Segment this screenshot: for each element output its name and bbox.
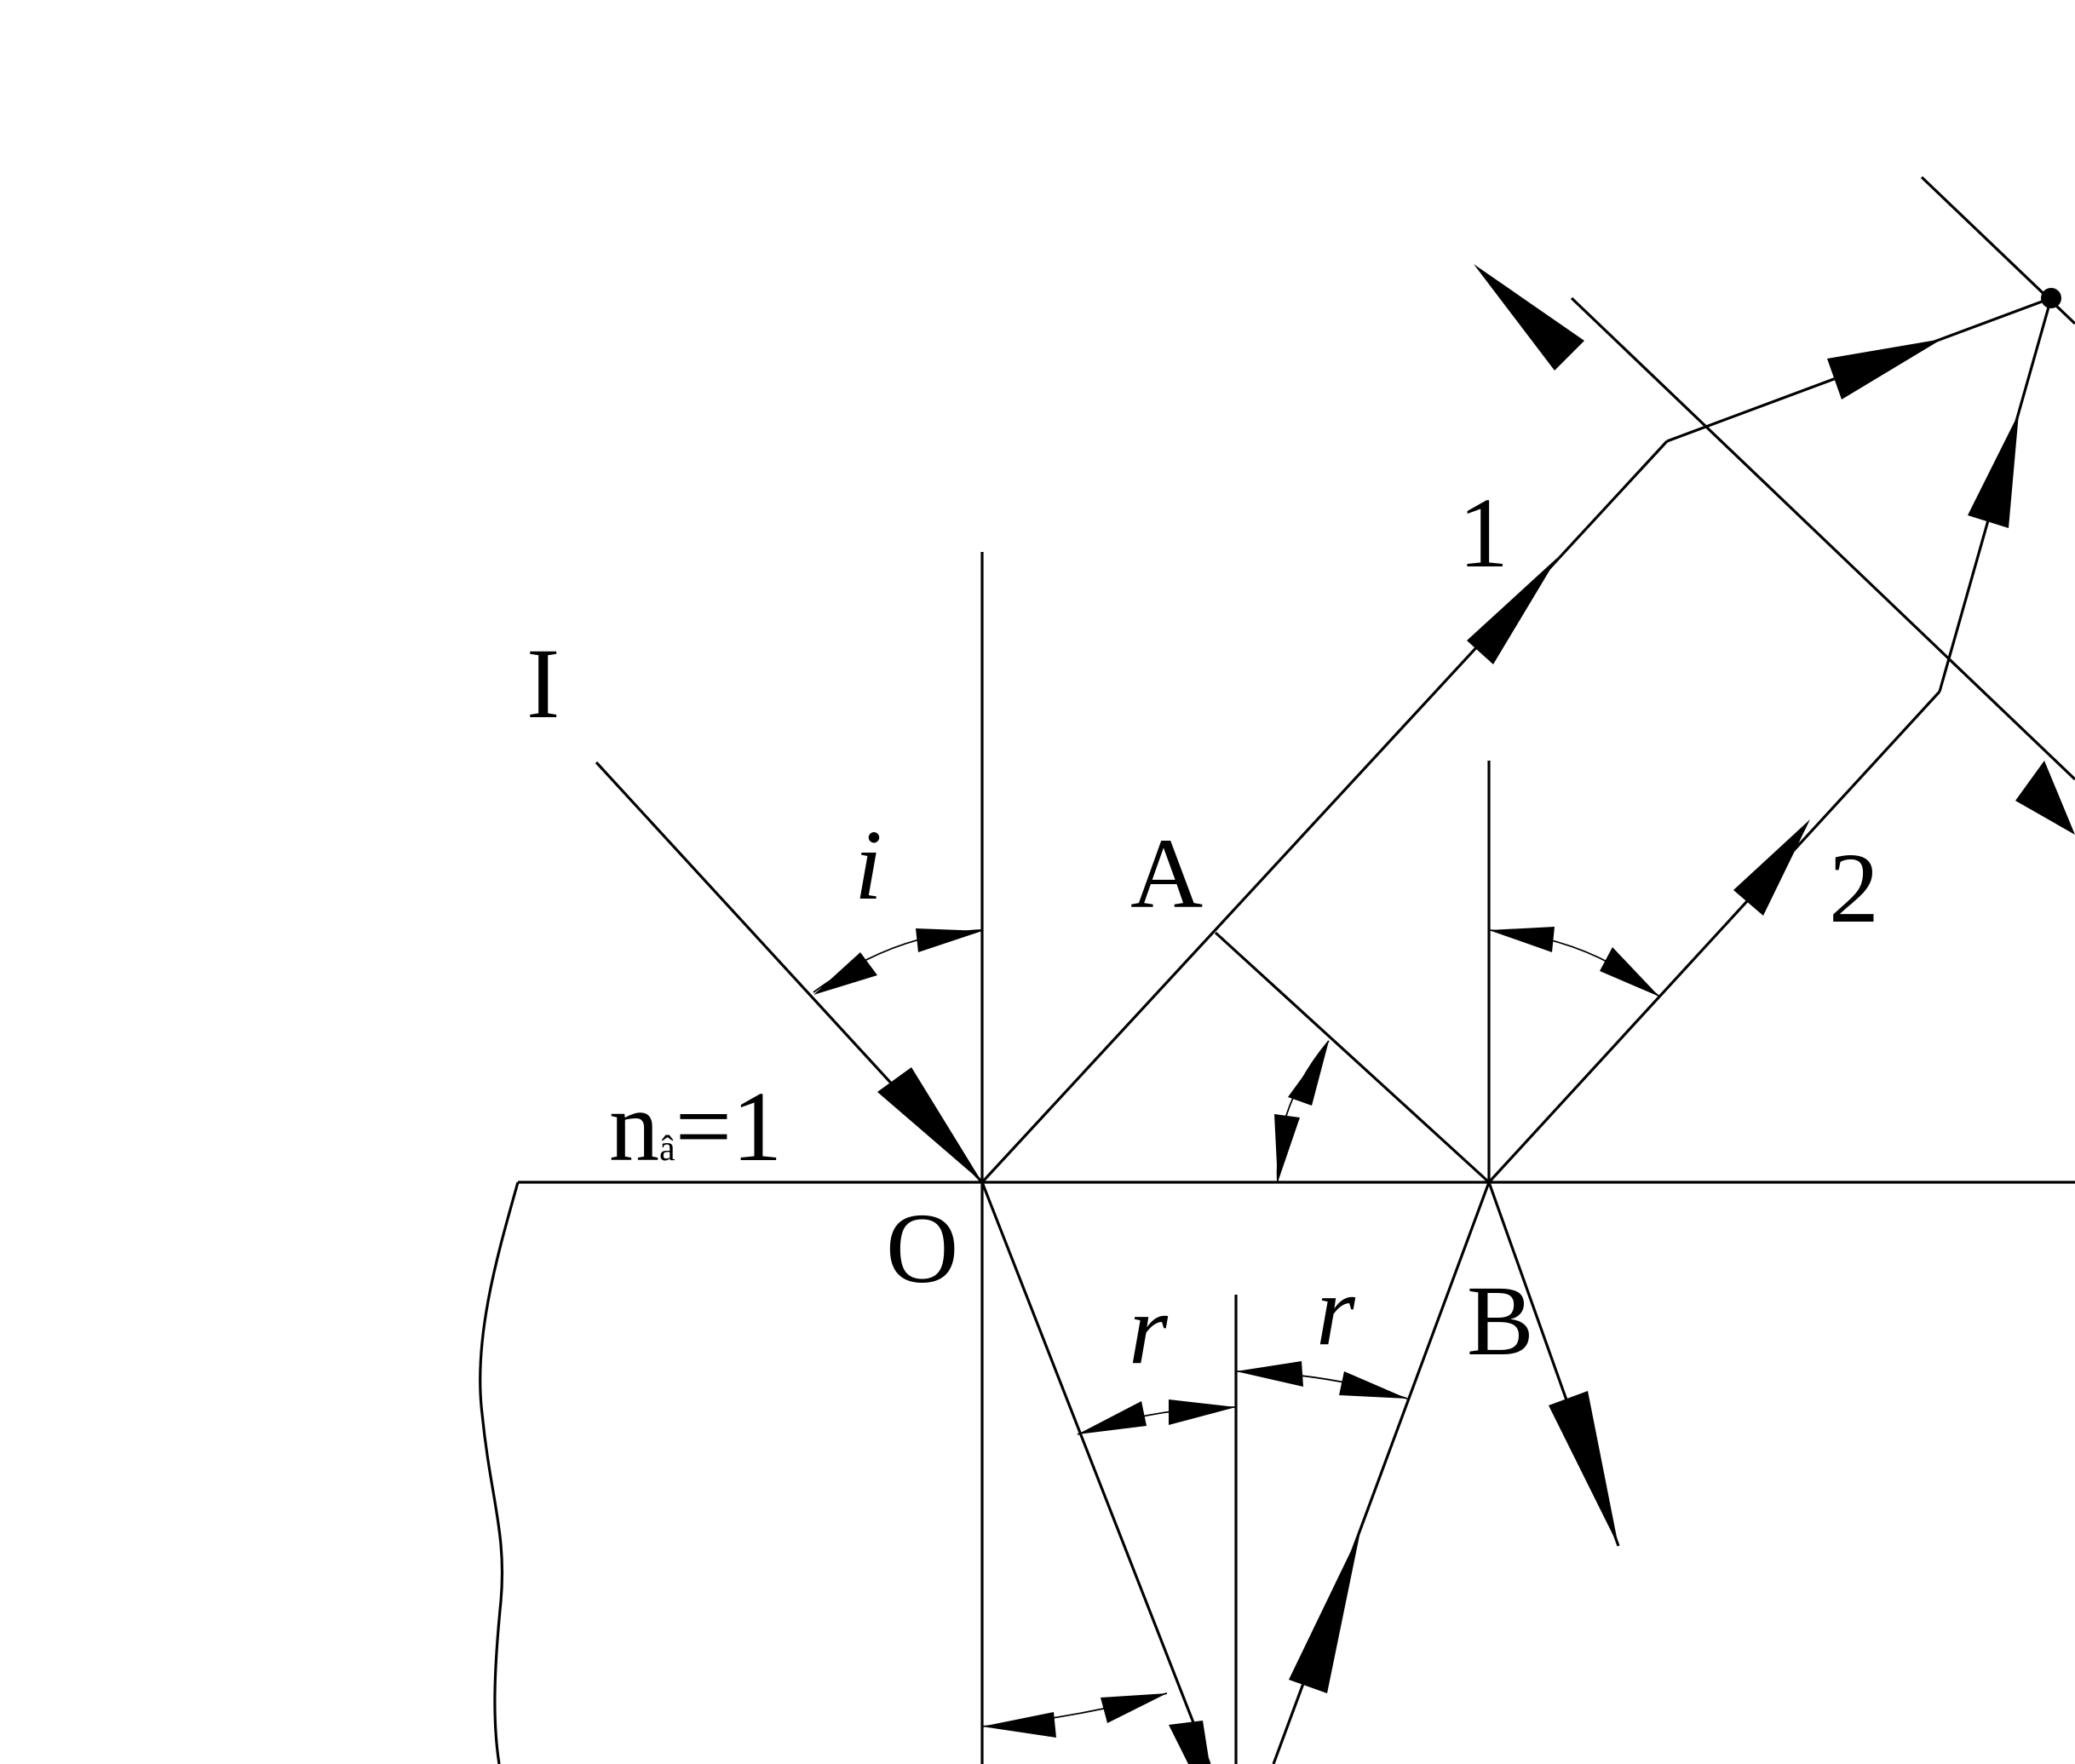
angle-i-arrow-right bbox=[916, 928, 982, 952]
label-point-o: O bbox=[886, 1192, 958, 1304]
angle-ab-arrow-up bbox=[1288, 1041, 1329, 1106]
label-point-b: B bbox=[1467, 1265, 1534, 1376]
incident-ray-arrowhead bbox=[877, 1067, 982, 1182]
angle-b-arc bbox=[1488, 929, 1660, 997]
angle-ab-arrow-down bbox=[1274, 1114, 1300, 1182]
label-refractive-index: nâ=1 bbox=[609, 1071, 782, 1182]
angle-b-arrow-right bbox=[1600, 947, 1659, 997]
label-point-a: A bbox=[1130, 818, 1203, 929]
refractive-index-value: =1 bbox=[675, 1071, 783, 1182]
angle-r-left-arrow-right bbox=[1169, 1399, 1236, 1425]
ray-2-focus-arrowhead bbox=[1968, 413, 2019, 528]
ray-1-arrowhead bbox=[1467, 558, 1557, 664]
refractive-index-prefix: n bbox=[609, 1071, 659, 1182]
label-ray-1: 1 bbox=[1458, 477, 1509, 589]
refracted-ray-o-arrowhead bbox=[1169, 1721, 1210, 1764]
wavefront-a-b bbox=[1214, 931, 1491, 1184]
refracted-ray-o bbox=[980, 1181, 1211, 1764]
label-angle-i: i bbox=[854, 809, 882, 921]
internal-ray-arrowhead bbox=[1289, 1531, 1360, 1693]
focus-point bbox=[2041, 288, 2061, 308]
angle-r-left-arrow-left bbox=[1078, 1401, 1147, 1434]
angle-bottom-arrow-left bbox=[982, 1712, 1056, 1738]
reflected-ray-1 bbox=[980, 440, 1669, 1184]
angle-b-arrow-left bbox=[1489, 927, 1555, 952]
lens-plane-up-arrowhead bbox=[1474, 264, 1584, 371]
label-angle-r-left: r bbox=[1129, 1273, 1169, 1385]
lens-plane-lower bbox=[1570, 296, 2075, 781]
ray-1-focus-arrowhead bbox=[1827, 339, 1942, 399]
ray-2-arrowhead bbox=[1733, 819, 1810, 916]
transmitted-ray-arrowhead bbox=[1549, 1391, 1618, 1546]
lens-plane-down-arrowhead bbox=[2015, 761, 2075, 835]
angle-bottom-arrow-right bbox=[1101, 1693, 1167, 1723]
label-angle-r-right: r bbox=[1316, 1255, 1356, 1366]
angle-r-right-arrow-left bbox=[1236, 1361, 1303, 1387]
label-incident-i: I bbox=[526, 628, 560, 739]
angle-r-right-arrow-right bbox=[1339, 1371, 1407, 1399]
film-broken-edge bbox=[479, 1181, 520, 1764]
angle-i-arrow-left bbox=[813, 952, 877, 995]
refractive-index-subscript: â bbox=[659, 1129, 675, 1169]
reflected-ray-2 bbox=[1487, 690, 1941, 1184]
label-ray-2: 2 bbox=[1829, 832, 1879, 944]
